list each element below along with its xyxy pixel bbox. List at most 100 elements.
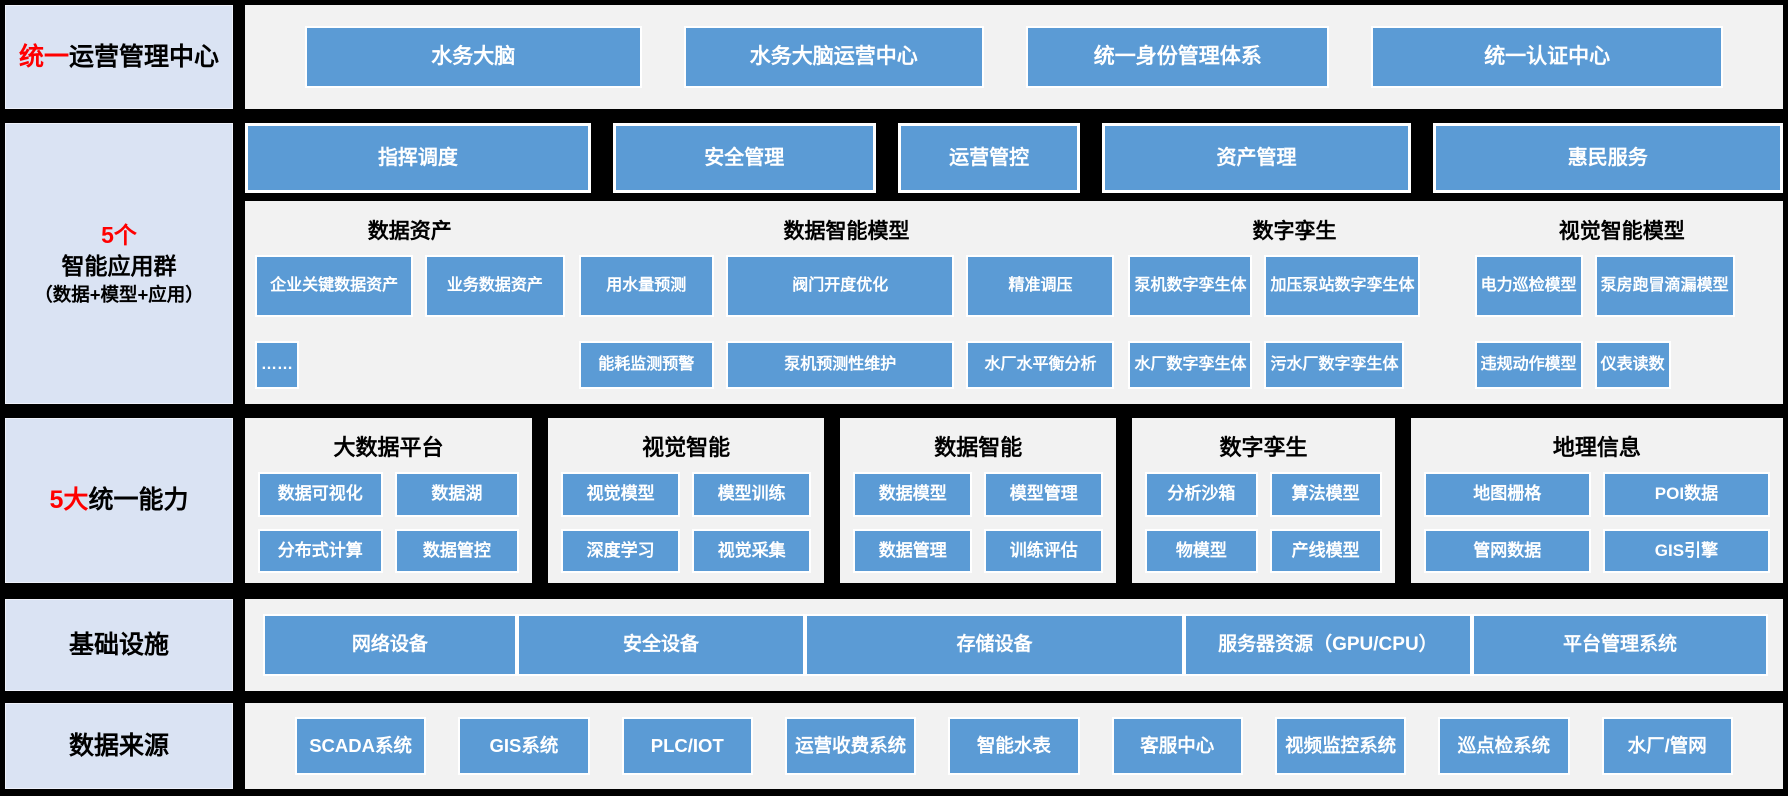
app-box: 违规动作模型: [1474, 341, 1583, 389]
row-smart-app-groups-content: 指挥调度 安全管理 运营管控 资产管理 惠民服务 数据资产 企业关键数据资产 业…: [245, 123, 1783, 404]
source-box: 智能水表: [948, 717, 1080, 775]
digital-twin-row-1: 泵机数字孪生体 加压泵站数字孪生体: [1128, 255, 1460, 317]
label-data-sources: 数据来源: [5, 703, 233, 789]
auth-center-box: 统一认证中心: [1371, 26, 1723, 88]
vision-models-row-1: 电力巡检模型 泵房跑冒滴漏模型: [1474, 255, 1769, 317]
app-box: 加压泵站数字孪生体: [1264, 255, 1421, 317]
capability-title: 地理信息: [1552, 435, 1641, 460]
infra-box: 平台管理系统: [1472, 614, 1768, 676]
app-box: 泵房跑冒滴漏模型: [1594, 255, 1735, 317]
app-box: 能耗监测预警: [578, 341, 715, 389]
vision-models-row-2: 违规动作模型 仪表读数: [1474, 341, 1769, 389]
unified-ops-band: 水务大脑 水务大脑运营中心 统一身份管理体系 统一认证中心: [245, 5, 1783, 109]
app-box: 污水厂数字孪生体: [1264, 341, 1405, 389]
data-sources-band: SCADA系统 GIS系统 PLC/IOT 运营收费系统 智能水表 客服中心 视…: [245, 703, 1783, 789]
operation-control-box: 运营管控: [897, 123, 1081, 193]
app-box: 水厂数字孪生体: [1128, 341, 1253, 389]
public-service-box: 惠民服务: [1432, 123, 1783, 193]
data-models-row-1: 用水量预测 阀门开度优化 精准调压: [578, 255, 1115, 317]
group-digital-twin: 数字孪生 泵机数字孪生体 加压泵站数字孪生体 水厂数字孪生体 污水厂数字孪生体: [1128, 209, 1460, 394]
label-text: 数据来源: [68, 731, 169, 760]
water-brain-box: 水务大脑: [305, 26, 642, 88]
app-box: 泵机数字孪生体: [1128, 255, 1253, 317]
label-line-1: 5个: [101, 221, 137, 248]
identity-management-box: 统一身份管理体系: [1026, 26, 1330, 88]
infra-box: 网络设备: [263, 614, 517, 676]
row-infrastructure-content: 网络设备 安全设备 存储设备 服务器资源（GPU/CPU） 平台管理系统: [245, 599, 1783, 691]
capability-grid: 数据可视化 数据湖 分布式计算 数据管控: [258, 472, 520, 573]
capability-grid: 视觉模型 模型训练 深度学习 视觉采集: [561, 472, 812, 573]
label-text: 5大统一能力: [49, 486, 189, 515]
row-smart-app-groups: 5个 智能应用群 （数据+模型+应用） 指挥调度 安全管理 运营管控 资产管理 …: [5, 123, 1783, 404]
label-line-3: （数据+模型+应用）: [34, 283, 204, 305]
data-assets-row-2: ……: [255, 341, 565, 389]
app-box: 水厂水平衡分析: [966, 341, 1115, 389]
label-smart-app-groups: 5个 智能应用群 （数据+模型+应用）: [5, 123, 233, 404]
row-unified-ops: 统一运营管理中心 水务大脑 水务大脑运营中心 统一身份管理体系 统一认证中心: [5, 5, 1783, 109]
label-line-2: 智能应用群: [61, 252, 177, 279]
asset-management-box: 资产管理: [1102, 123, 1411, 193]
capability-title: 大数据平台: [333, 435, 444, 460]
label-five-capabilities: 5大统一能力: [5, 418, 233, 583]
source-box: 巡点检系统: [1438, 717, 1570, 775]
app-box: ……: [255, 341, 299, 389]
group-data-assets: 数据资产 企业关键数据资产 业务数据资产 ……: [255, 209, 565, 394]
data-models-row-2: 能耗监测预警 泵机预测性维护 水厂水平衡分析: [578, 341, 1115, 389]
group-data-intelligence-models: 数据智能模型 用水量预测 阀门开度优化 精准调压 能耗监测预警 泵机预测性维护 …: [578, 209, 1115, 394]
app-box: 泵机预测性维护: [726, 341, 955, 389]
capability-box: 训练评估: [984, 528, 1104, 573]
row-unified-ops-content: 水务大脑 水务大脑运营中心 统一身份管理体系 统一认证中心: [245, 5, 1783, 109]
infra-box: 服务器资源（GPU/CPU）: [1183, 614, 1473, 676]
infra-box: 安全设备: [516, 614, 806, 676]
app-box: 仪表读数: [1594, 341, 1671, 389]
group-vision-models: 视觉智能模型 电力巡检模型 泵房跑冒滴漏模型 违规动作模型 仪表读数: [1474, 209, 1769, 394]
app-box: 精准调压: [966, 255, 1115, 317]
capability-box: 数据管理: [853, 528, 973, 573]
capability-box: 管网数据: [1423, 528, 1591, 573]
row-infrastructure: 基础设施 网络设备 安全设备 存储设备 服务器资源（GPU/CPU） 平台管理系…: [5, 599, 1783, 691]
capability-box: 数据可视化: [258, 472, 383, 517]
digital-twin-row-2: 水厂数字孪生体 污水厂数字孪生体: [1128, 341, 1460, 389]
label-text: 基础设施: [68, 630, 169, 659]
app-domain-header-strip: 指挥调度 安全管理 运营管控 资产管理 惠民服务: [245, 123, 1783, 193]
capability-box: 视觉模型: [561, 472, 681, 517]
capability-box: 深度学习: [561, 528, 681, 573]
capability-box: POI数据: [1602, 472, 1771, 517]
capability-panel-digital-twin: 数字孪生 分析沙箱 算法模型 物模型 产线模型: [1132, 418, 1395, 583]
capability-box: 产线模型: [1269, 528, 1382, 573]
capability-box: GIS引擎: [1602, 528, 1771, 573]
capability-box: 算法模型: [1269, 472, 1382, 517]
water-brain-ops-center-box: 水务大脑运营中心: [683, 26, 984, 88]
capability-title: 数据智能: [934, 435, 1023, 460]
capability-box: 分布式计算: [258, 528, 383, 573]
source-box: PLC/IOT: [621, 717, 753, 775]
source-box: 水厂/管网: [1601, 717, 1733, 775]
app-box: 电力巡检模型: [1474, 255, 1583, 317]
app-box: 企业关键数据资产: [255, 255, 414, 317]
digital-twin-title: 数字孪生: [1252, 220, 1337, 243]
capability-box: 模型管理: [984, 472, 1104, 517]
label-text: 统一运营管理中心: [18, 42, 220, 71]
capability-panel-bigdata: 大数据平台 数据可视化 数据湖 分布式计算 数据管控: [245, 418, 533, 583]
source-box: SCADA系统: [294, 717, 427, 775]
data-intelligence-models-title: 数据智能模型: [783, 220, 910, 243]
capability-title: 数字孪生: [1219, 435, 1308, 460]
capability-box: 数据模型: [853, 472, 973, 517]
label-infrastructure: 基础设施: [5, 599, 233, 691]
row-data-sources: 数据来源 SCADA系统 GIS系统 PLC/IOT 运营收费系统 智能水表 客…: [5, 703, 1783, 789]
apps-panel: 数据资产 企业关键数据资产 业务数据资产 …… 数据智能模型 用水量预测 阀门开…: [245, 201, 1783, 404]
capability-box: 分析沙箱: [1145, 472, 1258, 517]
data-assets-row-1: 企业关键数据资产 业务数据资产: [255, 255, 565, 317]
capability-panel-vision: 视觉智能 视觉模型 模型训练 深度学习 视觉采集: [548, 418, 825, 583]
safety-management-box: 安全管理: [612, 123, 876, 193]
app-box: 业务数据资产: [425, 255, 565, 317]
dispatch-command-box: 指挥调度: [245, 123, 591, 193]
app-box: 用水量预测: [578, 255, 715, 317]
capability-box: 视觉采集: [692, 528, 812, 573]
capability-grid: 数据模型 模型管理 数据管理 训练评估: [853, 472, 1104, 573]
row-data-sources-content: SCADA系统 GIS系统 PLC/IOT 运营收费系统 智能水表 客服中心 视…: [245, 703, 1783, 789]
source-box: 视频监控系统: [1274, 717, 1407, 775]
label-unified-ops-center: 统一运营管理中心: [5, 5, 233, 109]
capability-box: 物模型: [1145, 528, 1258, 573]
